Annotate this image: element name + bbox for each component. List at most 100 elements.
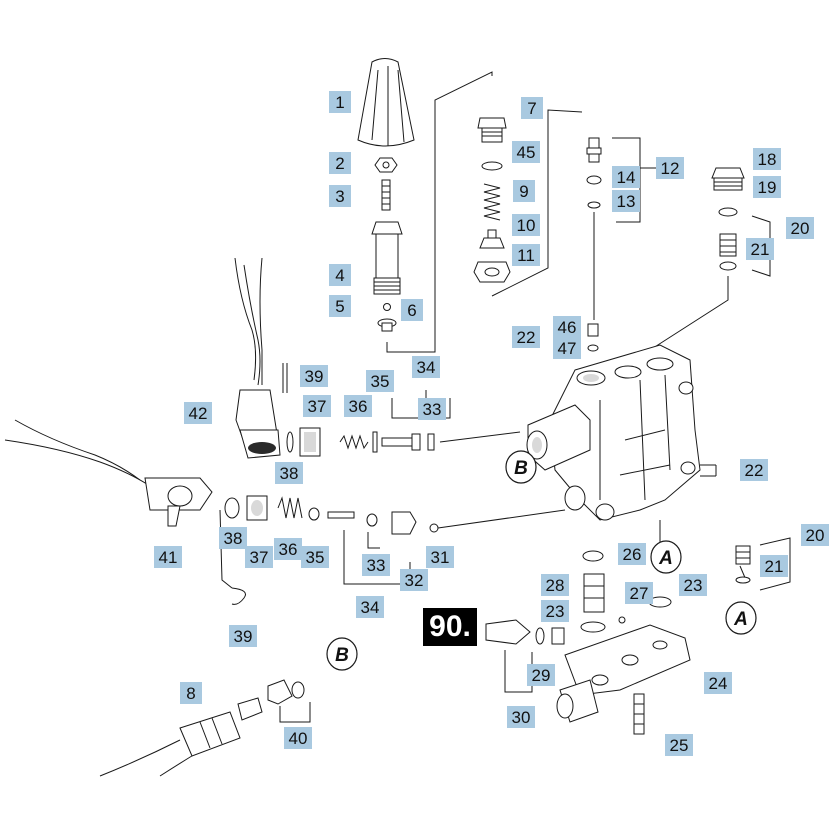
callout-box bbox=[329, 152, 351, 174]
callout-c33a: 33 bbox=[418, 398, 446, 420]
marker-mA1: A bbox=[650, 540, 682, 574]
callout-box bbox=[329, 264, 351, 286]
callout-c35b: 35 bbox=[301, 546, 329, 568]
callout-number: 20 bbox=[806, 526, 825, 545]
callout-box bbox=[753, 176, 781, 198]
callout-box bbox=[541, 600, 569, 622]
callout-number: 35 bbox=[306, 548, 325, 567]
part-10-valve bbox=[479, 229, 505, 249]
marker-ring bbox=[725, 601, 757, 635]
callout-number: 39 bbox=[234, 627, 253, 646]
part-14-ring bbox=[586, 175, 602, 185]
part-46-valve bbox=[587, 323, 599, 337]
callout-number: 11 bbox=[517, 246, 535, 265]
callout-number: 1 bbox=[335, 93, 344, 112]
callout-number: 32 bbox=[405, 571, 424, 590]
callout-number: 21 bbox=[751, 240, 770, 259]
callout-c29: 29 bbox=[527, 664, 555, 686]
marker-letter: B bbox=[514, 458, 528, 479]
callout-c4: 4 bbox=[329, 264, 351, 286]
callout-c13: 13 bbox=[612, 190, 640, 212]
part-40-nut bbox=[267, 679, 311, 723]
callout-box bbox=[274, 538, 302, 560]
callout-c2: 2 bbox=[329, 152, 351, 174]
part-13-oring bbox=[587, 201, 601, 209]
callout-box bbox=[412, 356, 440, 378]
callout-number: 30 bbox=[512, 708, 531, 727]
callout-number: 28 bbox=[546, 576, 565, 595]
part-6-seat bbox=[377, 318, 397, 332]
part-1-knob bbox=[357, 58, 415, 147]
callout-c39a: 39 bbox=[300, 365, 328, 387]
callout-c39b: 39 bbox=[229, 625, 257, 647]
callout-c7: 7 bbox=[521, 97, 543, 119]
callout-number: 37 bbox=[308, 397, 327, 416]
callout-c40: 40 bbox=[284, 727, 312, 749]
callout-box bbox=[704, 672, 732, 694]
callout-c42: 42 bbox=[184, 402, 212, 424]
callout-box bbox=[245, 546, 273, 568]
callout-number: 23 bbox=[684, 576, 703, 595]
callout-box bbox=[219, 527, 247, 549]
part-4-shaft bbox=[371, 221, 403, 295]
callout-number: 8 bbox=[186, 684, 195, 703]
marker-letter: A bbox=[733, 609, 748, 630]
callout-c27: 27 bbox=[625, 582, 653, 604]
callout-number: 31 bbox=[431, 548, 450, 567]
callout-c20: 20 bbox=[786, 217, 814, 239]
callout-box bbox=[356, 596, 384, 618]
callout-c20b: 20 bbox=[801, 524, 829, 546]
callout-box bbox=[521, 97, 543, 119]
callout-box bbox=[344, 395, 372, 417]
callout-box bbox=[612, 166, 640, 188]
callout-box bbox=[553, 337, 581, 359]
callout-c25: 25 bbox=[665, 734, 693, 756]
callout-c36b: 36 bbox=[274, 538, 302, 560]
callout-c23b: 23 bbox=[541, 600, 569, 622]
callout-number: 2 bbox=[335, 154, 344, 173]
callout-number: 29 bbox=[532, 666, 551, 685]
callout-number: 5 bbox=[335, 297, 344, 316]
callout-number: 23 bbox=[546, 602, 565, 621]
callout-c38a: 38 bbox=[275, 462, 303, 484]
part-12-valve-assembly bbox=[586, 137, 602, 163]
callout-c21b: 21 bbox=[760, 555, 788, 577]
part-45-oring bbox=[481, 161, 503, 171]
callout-number: 42 bbox=[189, 404, 208, 423]
callout-number: 19 bbox=[758, 178, 777, 197]
callout-number: 13 bbox=[617, 192, 636, 211]
part-18-plug bbox=[711, 167, 745, 191]
lower-pump-parts bbox=[485, 520, 747, 735]
callout-c37b: 37 bbox=[245, 546, 273, 568]
callout-c12: 12 bbox=[656, 157, 684, 179]
part-21-valve bbox=[719, 233, 737, 271]
callout-box bbox=[656, 157, 684, 179]
callout-c34b: 34 bbox=[356, 596, 384, 618]
callout-box bbox=[786, 217, 814, 239]
callout-box bbox=[679, 574, 707, 596]
callout-number: 40 bbox=[289, 729, 308, 748]
marker-mA2: A bbox=[725, 601, 757, 635]
callout-c38b: 38 bbox=[219, 527, 247, 549]
callout-c34a: 34 bbox=[412, 356, 440, 378]
callout-box bbox=[300, 365, 328, 387]
callout-number: 34 bbox=[361, 598, 380, 617]
callout-number: 14 bbox=[617, 168, 636, 187]
callout-box bbox=[418, 398, 446, 420]
callout-c18: 18 bbox=[753, 148, 781, 170]
callout-c41: 41 bbox=[154, 546, 182, 568]
part-2-nut bbox=[374, 157, 398, 173]
pump-housing bbox=[526, 344, 701, 521]
callout-number: 18 bbox=[758, 150, 777, 169]
callout-c23a: 23 bbox=[679, 574, 707, 596]
callout-c33b: 33 bbox=[362, 554, 390, 576]
callout-c26: 26 bbox=[618, 543, 646, 565]
part-11-nut bbox=[473, 261, 511, 283]
part-41-unloader bbox=[4, 419, 246, 605]
callout-box bbox=[366, 370, 394, 392]
callout-c30: 30 bbox=[507, 706, 535, 728]
callout-c6: 6 bbox=[401, 299, 423, 321]
upper-valve-stack bbox=[286, 390, 521, 457]
callout-number: 3 bbox=[335, 187, 344, 206]
